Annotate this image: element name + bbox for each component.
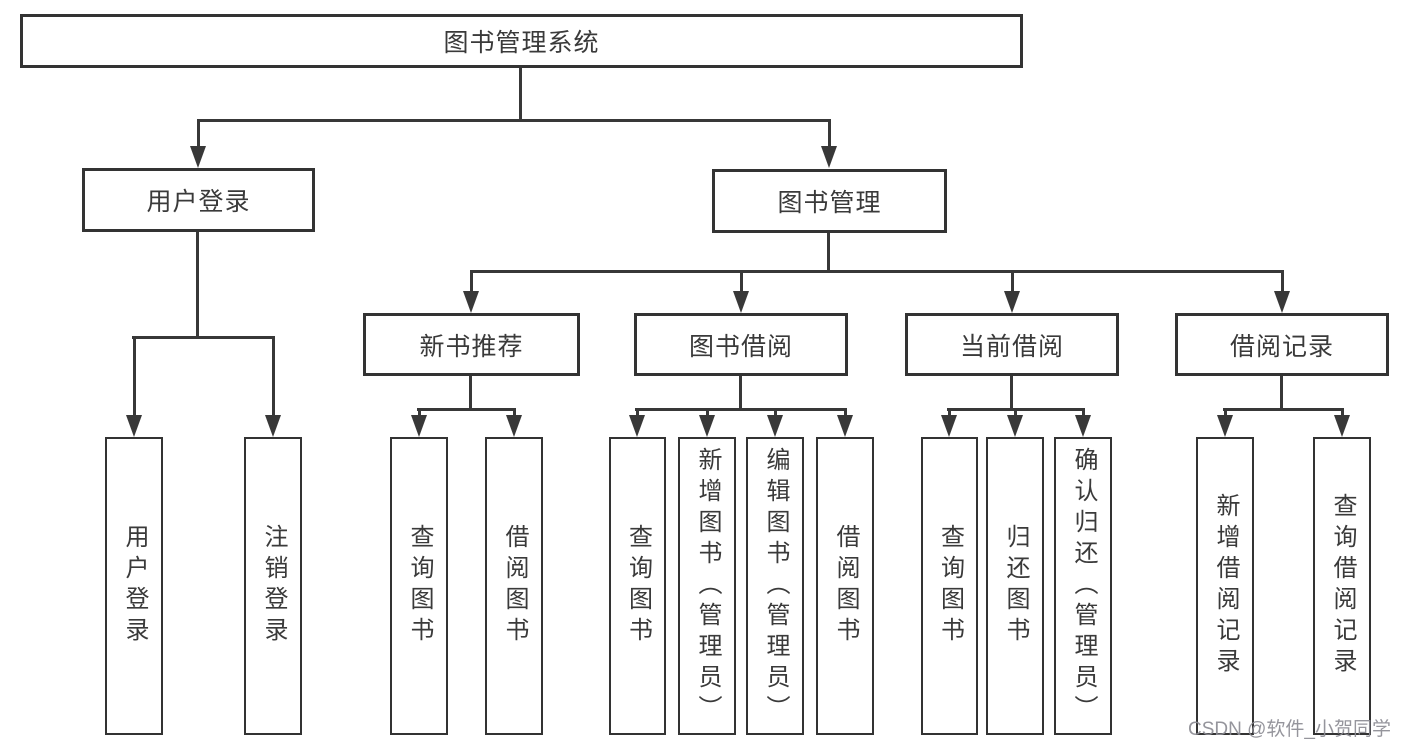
arrowhead-icon (1075, 415, 1091, 437)
leaf-return-books: 归还图书 (986, 437, 1044, 735)
leaf-logout: 注销登录 (244, 437, 302, 735)
arrowhead-icon (767, 415, 783, 437)
leaf-add-borrow-record: 新增借阅记录 (1196, 437, 1254, 735)
connector-line (636, 408, 639, 417)
node-label: 借阅记录 (1229, 332, 1334, 361)
node-label: 借阅图书 (501, 524, 528, 648)
node-library-management-system: 图书管理系统 (20, 14, 1023, 68)
connector-line (740, 270, 743, 293)
leaf-query-borrow-record: 查询借阅记录 (1313, 437, 1371, 735)
connector-line (1010, 376, 1013, 411)
connector-line (272, 336, 275, 417)
connector-line (1014, 408, 1017, 417)
csdn-watermark: CSDN @软件_小贺同学 (1188, 719, 1391, 740)
node-label: 新增图书（管理员） (694, 446, 721, 726)
connector-line (828, 119, 831, 148)
connector-line (197, 119, 200, 148)
node-label: 图书借阅 (688, 332, 793, 361)
leaf-query-books-borrowing: 查询图书 (609, 437, 666, 735)
connector-line (948, 408, 951, 417)
leaf-borrow-books-borrowing: 借阅图书 (816, 437, 874, 735)
arrowhead-icon (265, 415, 281, 437)
arrowhead-icon (126, 415, 142, 437)
connector-line (1224, 408, 1227, 417)
leaf-borrow-books-recommend: 借阅图书 (485, 437, 543, 735)
arrowhead-icon (190, 146, 206, 168)
connector-line (470, 270, 473, 293)
node-label: 归还图书 (1002, 524, 1029, 648)
node-label: 查询借阅记录 (1329, 493, 1356, 679)
connector-line (1223, 408, 1344, 411)
arrowhead-icon (506, 415, 522, 437)
connector-line (418, 408, 421, 417)
node-label: 用户登录 (146, 188, 251, 216)
leaf-user-login: 用户登录 (105, 437, 163, 735)
node-label: 图书管理系统 (443, 29, 600, 57)
node-book-borrowing: 图书借阅 (634, 313, 848, 376)
arrowhead-icon (941, 415, 957, 437)
node-label: 查询图书 (624, 524, 652, 648)
connector-line (1280, 376, 1283, 411)
arrowhead-icon (821, 146, 837, 168)
node-label: 新增借阅记录 (1212, 493, 1239, 679)
node-label: 借阅图书 (832, 524, 859, 648)
connector-line (1281, 270, 1284, 293)
node-label: 新书推荐 (419, 332, 524, 361)
connector-line (132, 336, 275, 339)
node-label: 用户登录 (121, 524, 148, 648)
connector-line (470, 270, 1284, 273)
connector-line (827, 233, 830, 273)
node-label: 编辑图书（管理员） (762, 446, 789, 726)
node-label: 查询图书 (406, 524, 433, 648)
connector-line (196, 232, 199, 339)
connector-line (844, 408, 847, 417)
node-label: 查询图书 (936, 524, 964, 648)
leaf-edit-book-admin: 编辑图书（管理员） (746, 437, 804, 735)
connector-line (513, 408, 516, 417)
connector-line (635, 408, 847, 411)
connector-line (469, 376, 472, 411)
leaf-query-books-current: 查询图书 (921, 437, 978, 735)
connector-line (197, 119, 831, 122)
node-current-borrowing: 当前借阅 (905, 313, 1119, 376)
leaf-add-book-admin: 新增图书（管理员） (678, 437, 736, 735)
arrowhead-icon (837, 415, 853, 437)
node-user-login: 用户登录 (82, 168, 315, 232)
arrowhead-icon (1004, 291, 1020, 313)
arrowhead-icon (1334, 415, 1350, 437)
arrowhead-icon (1007, 415, 1023, 437)
node-borrowing-records: 借阅记录 (1175, 313, 1389, 376)
connector-line (133, 336, 136, 417)
node-label: 注销登录 (260, 524, 287, 648)
arrowhead-icon (463, 291, 479, 313)
node-new-book-recommendation: 新书推荐 (363, 313, 580, 376)
connector-line (1341, 408, 1344, 417)
node-label: 当前借阅 (959, 332, 1064, 361)
arrowhead-icon (629, 415, 645, 437)
connector-line (739, 376, 742, 411)
connector-line (417, 408, 516, 411)
arrowhead-icon (699, 415, 715, 437)
connector-line (1011, 270, 1014, 293)
connector-line (706, 408, 709, 417)
connector-line (519, 68, 522, 122)
connector-line (774, 408, 777, 417)
node-book-management: 图书管理 (712, 169, 947, 233)
node-label: 图书管理 (777, 189, 882, 217)
arrowhead-icon (1274, 291, 1290, 313)
leaf-query-books-recommend: 查询图书 (390, 437, 448, 735)
arrowhead-icon (733, 291, 749, 313)
arrowhead-icon (1217, 415, 1233, 437)
arrowhead-icon (411, 415, 427, 437)
connector-line (1082, 408, 1085, 417)
node-label: 确认归还（管理员） (1070, 446, 1097, 726)
leaf-confirm-return-admin: 确认归还（管理员） (1054, 437, 1112, 735)
